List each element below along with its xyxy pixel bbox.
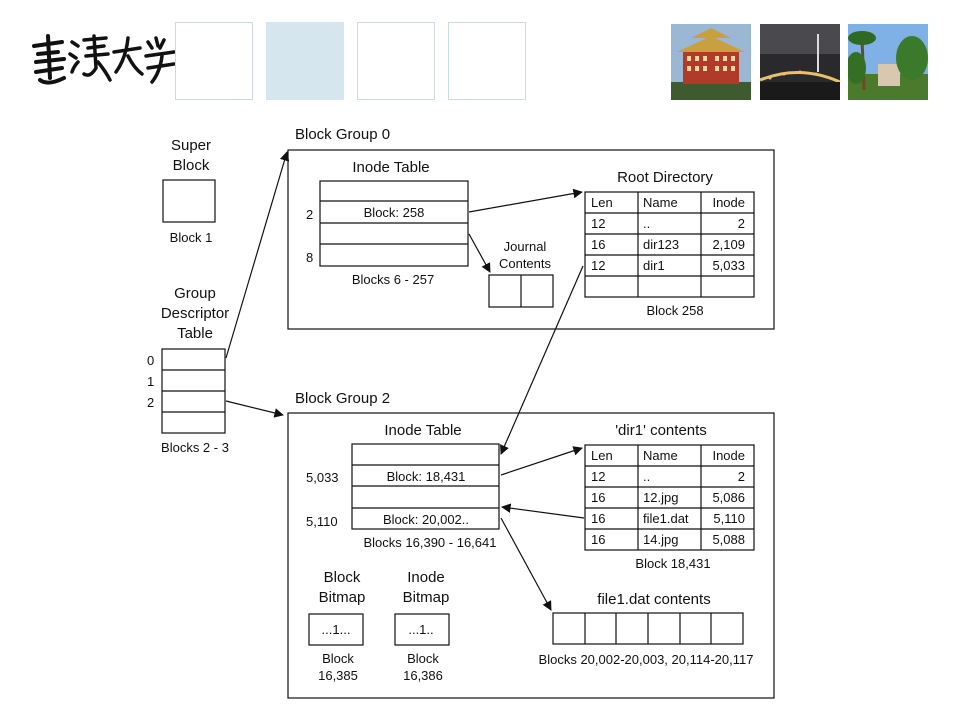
dir1-cell: 12 <box>591 469 605 484</box>
ntu-calligraphy-logo <box>32 34 176 85</box>
block-bitmap-caption-1: Block <box>322 651 354 666</box>
journal-title-1: Journal <box>504 239 547 254</box>
grand-hotel-photo <box>671 24 751 100</box>
arrow-gdt-to-group0 <box>225 151 290 359</box>
arrow-inode5033-to-dir1 <box>500 446 583 476</box>
arrow-file1-to-inode5110 <box>501 503 585 519</box>
arrow-inode8-to-journal <box>468 233 491 273</box>
dir1-cell: 5,088 <box>712 532 745 547</box>
arrow-gdt-to-group2 <box>225 400 284 418</box>
root-dir-cell: .. <box>643 216 650 231</box>
dir1-cell: 14.jpg <box>643 532 678 547</box>
root-dir-cell: 2 <box>738 216 745 231</box>
dir1-header-cell: Len <box>591 448 613 463</box>
group0-title: Block Group 0 <box>295 126 390 143</box>
group2-inode-entry-b: Block: 20,002.. <box>383 512 469 527</box>
arrow-inode5110-to-file1 <box>500 517 552 611</box>
gdt-row-label-2: 2 <box>147 395 154 410</box>
gdt-title-1: Group <box>174 285 216 302</box>
night-bridge-photo <box>760 24 840 100</box>
root-dir-header-cell: Inode <box>712 195 745 210</box>
root-dir-cell: 12 <box>591 216 605 231</box>
group2-inode-title: Inode Table <box>384 422 461 439</box>
root-dir-header-cell: Len <box>591 195 613 210</box>
root-dir-cell: 12 <box>591 258 605 273</box>
root-dir-cell: dir123 <box>643 237 679 252</box>
super-block-caption: Block 1 <box>170 230 213 245</box>
root-dir-caption: Block 258 <box>646 303 703 318</box>
inode-bitmap-caption-2: 16,386 <box>403 668 443 683</box>
dir1-cell: 16 <box>591 490 605 505</box>
file1-title: file1.dat contents <box>597 591 710 608</box>
root-dir-cell: 5,033 <box>712 258 745 273</box>
root-dir-header-cell: Name <box>643 195 678 210</box>
inode-bitmap-title-2: Bitmap <box>403 589 450 606</box>
root-dir-cell: 2,109 <box>712 237 745 252</box>
file1-caption: Blocks 20,002-20,003, 20,114-20,117 <box>539 652 754 667</box>
super-block-title-2: Block <box>173 157 210 174</box>
campus-palm-photo <box>848 24 928 100</box>
group0-inode-label-8: 8 <box>306 250 313 265</box>
dir1-cell: file1.dat <box>643 511 689 526</box>
group2-inode-entry-a: Block: 18,431 <box>387 469 466 484</box>
gdt-row-label-0: 0 <box>147 353 154 368</box>
dir1-cell: 5,086 <box>712 490 745 505</box>
gdt-title-2: Descriptor <box>161 305 229 322</box>
dir1-cell: 16 <box>591 511 605 526</box>
dir1-cell: 16 <box>591 532 605 547</box>
gdt-caption: Blocks 2 - 3 <box>161 440 229 455</box>
dir1-header-cell: Name <box>643 448 678 463</box>
dir1-cell: 2 <box>738 469 745 484</box>
super-block-box <box>162 179 216 223</box>
group0-inode-caption: Blocks 6 - 257 <box>352 272 434 287</box>
group0-inode-entry: Block: 258 <box>364 205 425 220</box>
block-bitmap-box <box>308 613 364 646</box>
group2-title: Block Group 2 <box>295 390 390 407</box>
inode-bitmap-title-1: Inode <box>407 569 445 586</box>
slide-header <box>0 0 960 110</box>
dir1-caption: Block 18,431 <box>635 556 710 571</box>
root-dir-cell: 16 <box>591 237 605 252</box>
root-directory-table <box>584 191 755 298</box>
group2-inode-caption: Blocks 16,390 - 16,641 <box>364 535 497 550</box>
arrow-inode2-to-root <box>468 188 583 213</box>
group0-inode-title: Inode Table <box>352 159 429 176</box>
ext2-filesystem-diagram: Super Block Block 1 Group Descriptor Tab… <box>147 126 775 699</box>
dir1-cell: 5,110 <box>713 511 745 526</box>
header-square-1 <box>175 22 253 100</box>
inode-bitmap-content: ...1.. <box>408 622 433 637</box>
group0-inode-label-2: 2 <box>306 207 313 222</box>
block-bitmap-title-2: Bitmap <box>319 589 366 606</box>
inode-bitmap-box <box>394 613 450 646</box>
root-dir-cell: dir1 <box>643 258 665 273</box>
super-block-title-1: Super <box>171 137 211 154</box>
group2-inode-label-b: 5,110 <box>306 514 338 529</box>
arrow-dir1-to-inode5033 <box>500 265 584 455</box>
block-bitmap-title-1: Block <box>324 569 361 586</box>
inode-bitmap-caption-1: Block <box>407 651 439 666</box>
dir1-title: 'dir1' contents <box>615 422 707 439</box>
root-dir-title: Root Directory <box>617 169 713 186</box>
dir1-cell: .. <box>643 469 650 484</box>
block-bitmap-caption-2: 16,385 <box>318 668 358 683</box>
gdt-row-label-1: 1 <box>147 374 154 389</box>
header-square-3 <box>357 22 435 100</box>
dir1-header-cell: Inode <box>712 448 745 463</box>
journal-title-2: Contents <box>499 256 552 271</box>
header-square-4 <box>448 22 526 100</box>
group2-inode-label-a: 5,033 <box>306 470 339 485</box>
header-square-2 <box>266 22 344 100</box>
dir1-cell: 12.jpg <box>643 490 678 505</box>
dir1-contents-table <box>584 444 755 551</box>
gdt-title-3: Table <box>177 325 213 342</box>
block-bitmap-content: ...1... <box>322 622 351 637</box>
